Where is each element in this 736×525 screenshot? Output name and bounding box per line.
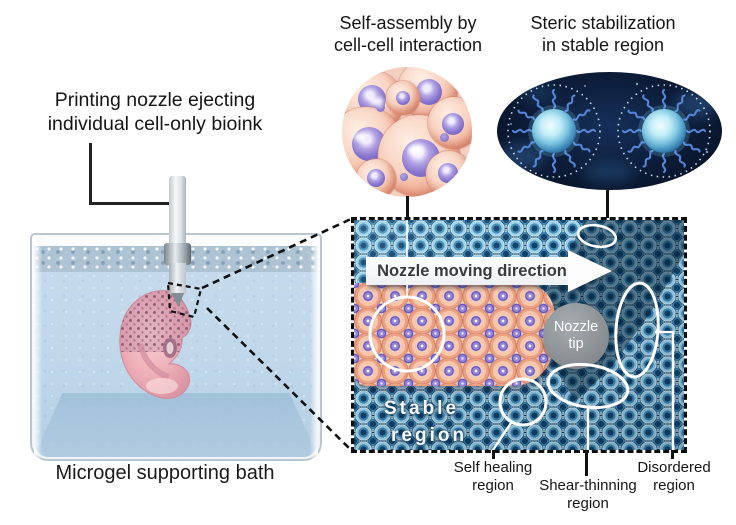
cell-graphic [386, 81, 420, 115]
self-assembly-link-line [406, 196, 409, 218]
cell-graphic [426, 151, 472, 197]
shear-thinning-region-outline [546, 362, 630, 410]
arrow-label: Nozzle moving direction [377, 261, 567, 280]
stable-region-label: Stable region [384, 396, 467, 449]
highlight-sparkle [370, 97, 384, 106]
self-healing-label: Self healing region [440, 459, 546, 494]
arrow-body [366, 257, 568, 285]
printing-nozzle-caption-line1: Printing nozzle ejecting [54, 89, 256, 111]
steric-pair-outline [576, 223, 618, 249]
stable-region-line1: Stable [384, 398, 460, 419]
cell-graphic [356, 159, 396, 197]
caption-callout-line-horizontal [89, 202, 169, 205]
disordered-label-line1: Disordered [637, 459, 711, 476]
self-healing-label-line1: Self healing [453, 459, 533, 476]
self-assembly-title-line1: Self-assembly by [339, 13, 477, 33]
disordered-tick [671, 450, 674, 459]
self-healing-tick [492, 450, 495, 459]
shear-thinning-label: Shear-thinning region [518, 477, 658, 512]
shear-thinning-tick [585, 450, 588, 476]
tank-glass-wall-right [310, 235, 318, 459]
self-assembly-title: Self-assembly by cell-cell interaction [320, 12, 496, 57]
caption-callout-line-vertical [89, 143, 92, 204]
self-assembly-inset-circle [342, 67, 472, 197]
nozzle-moving-direction-arrow: Nozzle moving direction [366, 250, 614, 292]
microgel-particle-right [617, 84, 711, 178]
printing-nozzle-caption: Printing nozzle ejecting individual cell… [10, 88, 300, 136]
steric-title-line2: in stable region [541, 35, 665, 56]
steric-title: Steric stabilization in stable region [513, 12, 693, 57]
steric-inset-graphic [498, 82, 719, 183]
highlight-sparkle [354, 133, 365, 141]
nucleus-dot [400, 173, 408, 181]
microgel-bead-field: Nozzle tip Nozzle moving direction Stabl… [354, 220, 684, 450]
highlight-sparkle [408, 145, 424, 155]
self-assembly-title-line2: cell-cell interaction [333, 35, 483, 56]
magnified-region-panel: Nozzle tip Nozzle moving direction Stabl… [351, 217, 687, 453]
nucleus-dot [440, 133, 449, 142]
tank-glass-wall-left [34, 235, 42, 459]
tank-floor [34, 393, 318, 457]
steric-inset-ellipse [497, 72, 722, 190]
microgel-particle-left [507, 84, 601, 178]
arrow-head [568, 250, 612, 292]
disordered-label: Disordered region [619, 459, 729, 494]
printed-ear-construct [119, 290, 192, 399]
shear-thinning-label-line2: region [567, 494, 609, 512]
nozzle-tube [169, 176, 186, 246]
printed-cell-strand [354, 283, 555, 386]
printing-nozzle-caption-line2: individual cell-only bioink [47, 113, 263, 136]
panel-annotations [368, 220, 675, 450]
bath-caption: Microgel supporting bath [55, 462, 275, 484]
disordered-label-line2: region [653, 476, 695, 494]
nozzle-collar [164, 243, 191, 265]
shear-thinning-label-line1: Shear-thinning [539, 477, 637, 494]
self-healing-label-line2: region [472, 476, 514, 494]
steric-title-line1: Steric stabilization [530, 13, 676, 33]
nucleus-dot [376, 103, 385, 112]
steric-link-line [606, 190, 609, 218]
cell-graphic [428, 97, 472, 149]
nozzle-lower-tube [169, 263, 186, 294]
nozzle-tip-label-line2: tip [568, 336, 584, 352]
nozzle-tip-label-line1: Nozzle [553, 319, 599, 336]
nozzle-tip-marker: Nozzle tip [543, 303, 609, 369]
self-assembly-region-outline [368, 295, 446, 373]
self-healing-region-outline [498, 377, 548, 427]
stable-region-line2: region [391, 424, 468, 446]
disordered-region-outline [614, 281, 660, 379]
